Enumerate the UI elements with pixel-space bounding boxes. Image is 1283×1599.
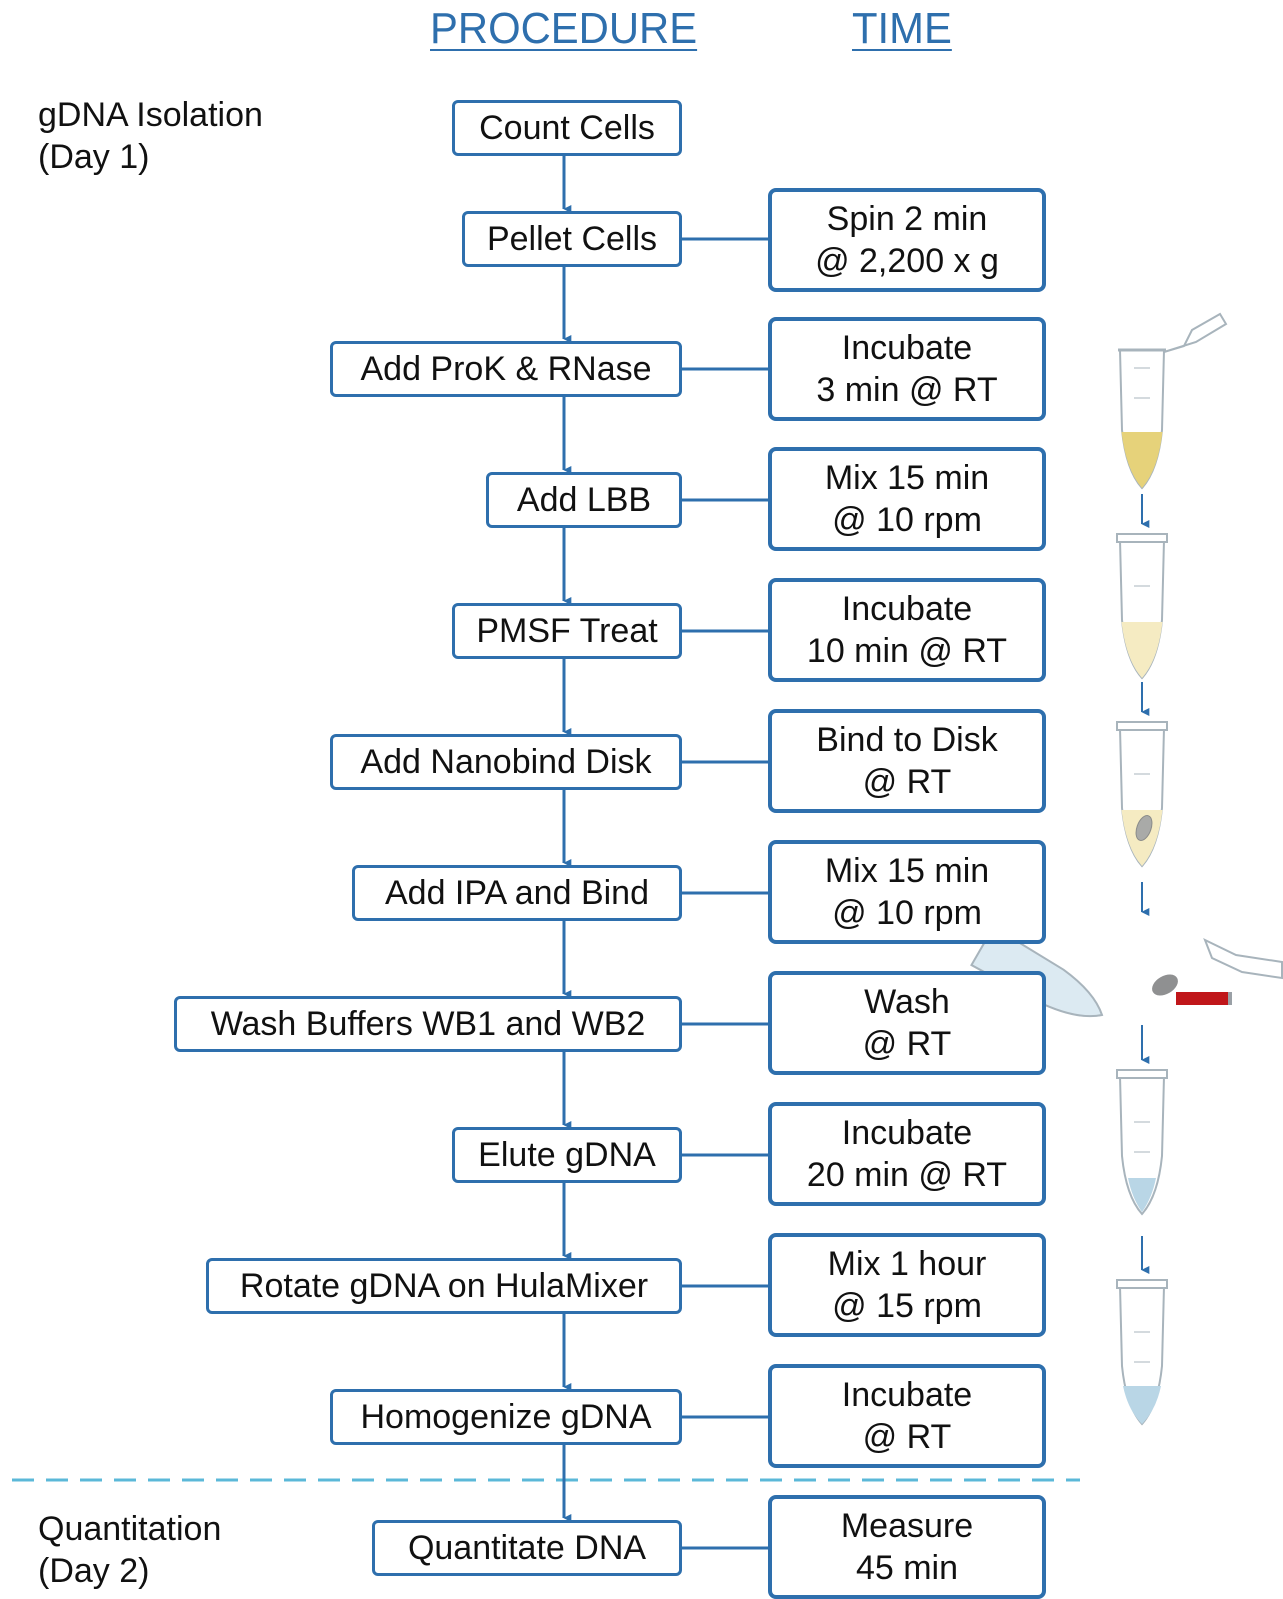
time-line: Incubate	[841, 590, 973, 628]
time-box: Wash @ RT	[768, 971, 1046, 1075]
time-line: 3 min @ RT	[816, 371, 998, 409]
time-line: Mix 15 min	[824, 459, 990, 497]
time-line: @ 15 rpm	[832, 1287, 982, 1325]
procedure-header: PROCEDURE	[430, 4, 698, 53]
tube-open-yellow-icon	[1118, 312, 1228, 490]
time-line: @ 2,200 x g	[815, 242, 999, 280]
procedure-step: Count Cells	[452, 100, 682, 156]
time-box: Mix 15 min @ 10 rpm	[768, 840, 1046, 944]
time-line: Mix 15 min	[824, 852, 990, 890]
procedure-step: Add ProK & RNase	[330, 341, 682, 397]
time-line: @ 10 rpm	[832, 501, 982, 539]
time-line: @ RT	[862, 763, 952, 801]
time-box: Incubate 10 min @ RT	[768, 578, 1046, 682]
phase-day: (Day 2)	[38, 1552, 150, 1590]
time-line: Bind to Disk	[816, 721, 998, 759]
time-line: Measure	[840, 1507, 974, 1545]
procedure-step: Wash Buffers WB1 and WB2	[174, 996, 682, 1052]
procedure-step: Add LBB	[486, 472, 682, 528]
time-box: Incubate @ RT	[768, 1364, 1046, 1468]
phase-quantitation: Quantitation (Day 2)	[38, 1508, 221, 1592]
time-box: Mix 1 hour @ 15 rpm	[768, 1233, 1046, 1337]
time-line: Mix 1 hour	[827, 1245, 987, 1283]
tube-blue-large-icon	[1116, 1279, 1168, 1426]
time-line: @ RT	[862, 1418, 952, 1456]
tube-illustrations	[970, 312, 1283, 1426]
procedure-step: Add Nanobind Disk	[330, 734, 682, 790]
time-line: Incubate	[841, 1376, 973, 1414]
tube-pale-yellow-icon	[1116, 533, 1168, 680]
phase-gdna-isolation: gDNA Isolation (Day 1)	[38, 94, 263, 178]
tube-disk-icon	[1116, 721, 1168, 868]
procedure-step: Add IPA and Bind	[352, 865, 682, 921]
procedure-step: Homogenize gDNA	[330, 1389, 682, 1445]
time-box: Spin 2 min @ 2,200 x g	[768, 188, 1046, 292]
procedure-step: Pellet Cells	[462, 211, 682, 267]
procedure-step: Quantitate DNA	[372, 1520, 682, 1576]
procedure-step: PMSF Treat	[452, 603, 682, 659]
phase-title: gDNA Isolation	[38, 96, 263, 134]
procedure-step: Elute gDNA	[452, 1127, 682, 1183]
time-box: Measure 45 min	[768, 1495, 1046, 1599]
time-line: @ RT	[862, 1025, 952, 1063]
time-line: Incubate	[841, 329, 973, 367]
time-box: Incubate 3 min @ RT	[768, 317, 1046, 421]
time-line: Spin 2 min	[826, 200, 988, 238]
time-line: Incubate	[841, 1114, 973, 1152]
procedure-step: Rotate gDNA on HulaMixer	[206, 1258, 682, 1314]
phase-title: Quantitation	[38, 1510, 222, 1548]
phase-day: (Day 1)	[38, 138, 150, 176]
tube-blue-small-icon	[1116, 1069, 1168, 1216]
time-line: 20 min @ RT	[806, 1156, 1008, 1194]
time-box: Mix 15 min @ 10 rpm	[768, 447, 1046, 551]
time-header: TIME	[852, 4, 952, 53]
time-box: Bind to Disk @ RT	[768, 709, 1046, 813]
time-line: @ 10 rpm	[832, 894, 982, 932]
time-line: 10 min @ RT	[806, 632, 1008, 670]
time-line: Wash	[864, 983, 950, 1021]
time-line: 45 min	[855, 1549, 959, 1587]
time-box: Incubate 20 min @ RT	[768, 1102, 1046, 1206]
